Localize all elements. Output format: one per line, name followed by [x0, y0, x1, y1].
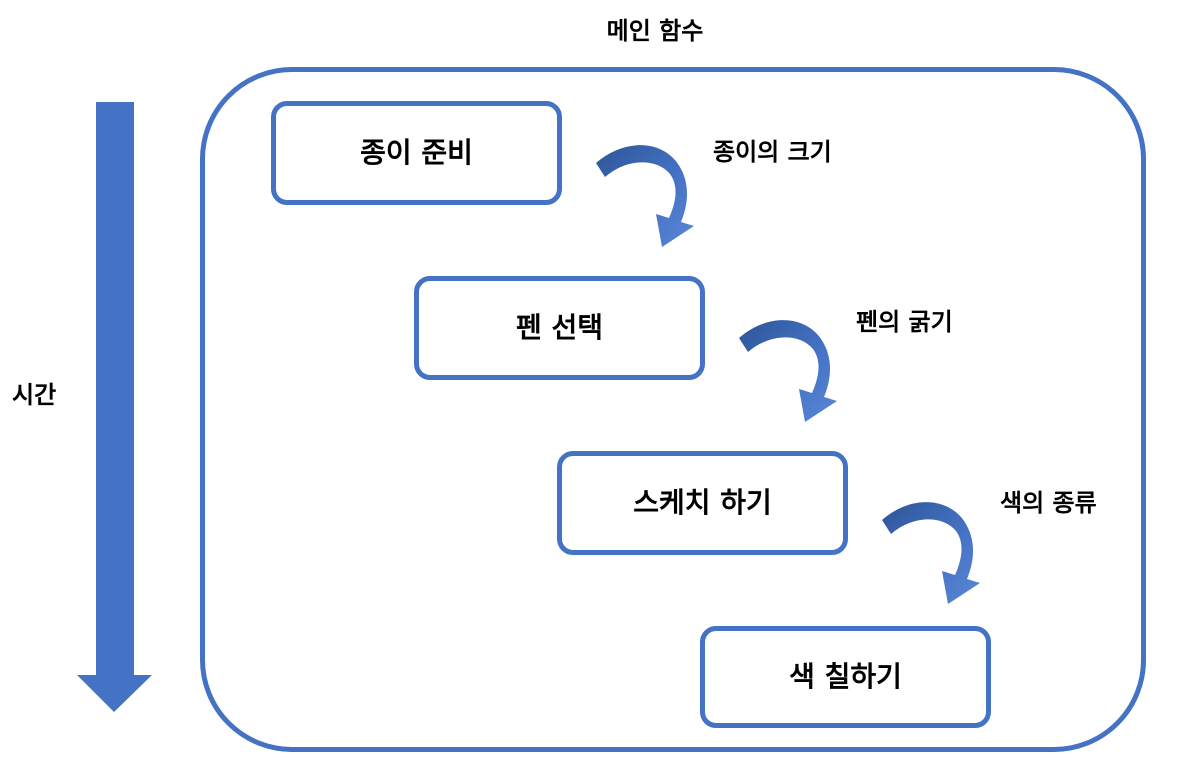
transition-label-paper-size: 종이의 크기: [713, 138, 832, 166]
step-box-coloring: 색 칠하기: [700, 626, 991, 728]
step-box-paper-prep: 종이 준비: [271, 101, 562, 205]
transition-label-pen-thickness: 펜의 굵기: [856, 308, 953, 336]
time-arrow-icon: [77, 102, 152, 712]
step-box-pen-select: 펜 선택: [414, 276, 705, 380]
time-axis-label: 시간: [12, 381, 57, 409]
transition-label-color-type: 색의 종류: [1000, 489, 1097, 517]
step-box-sketch: 스케치 하기: [557, 451, 848, 555]
page-title: 메인 함수: [606, 17, 704, 45]
